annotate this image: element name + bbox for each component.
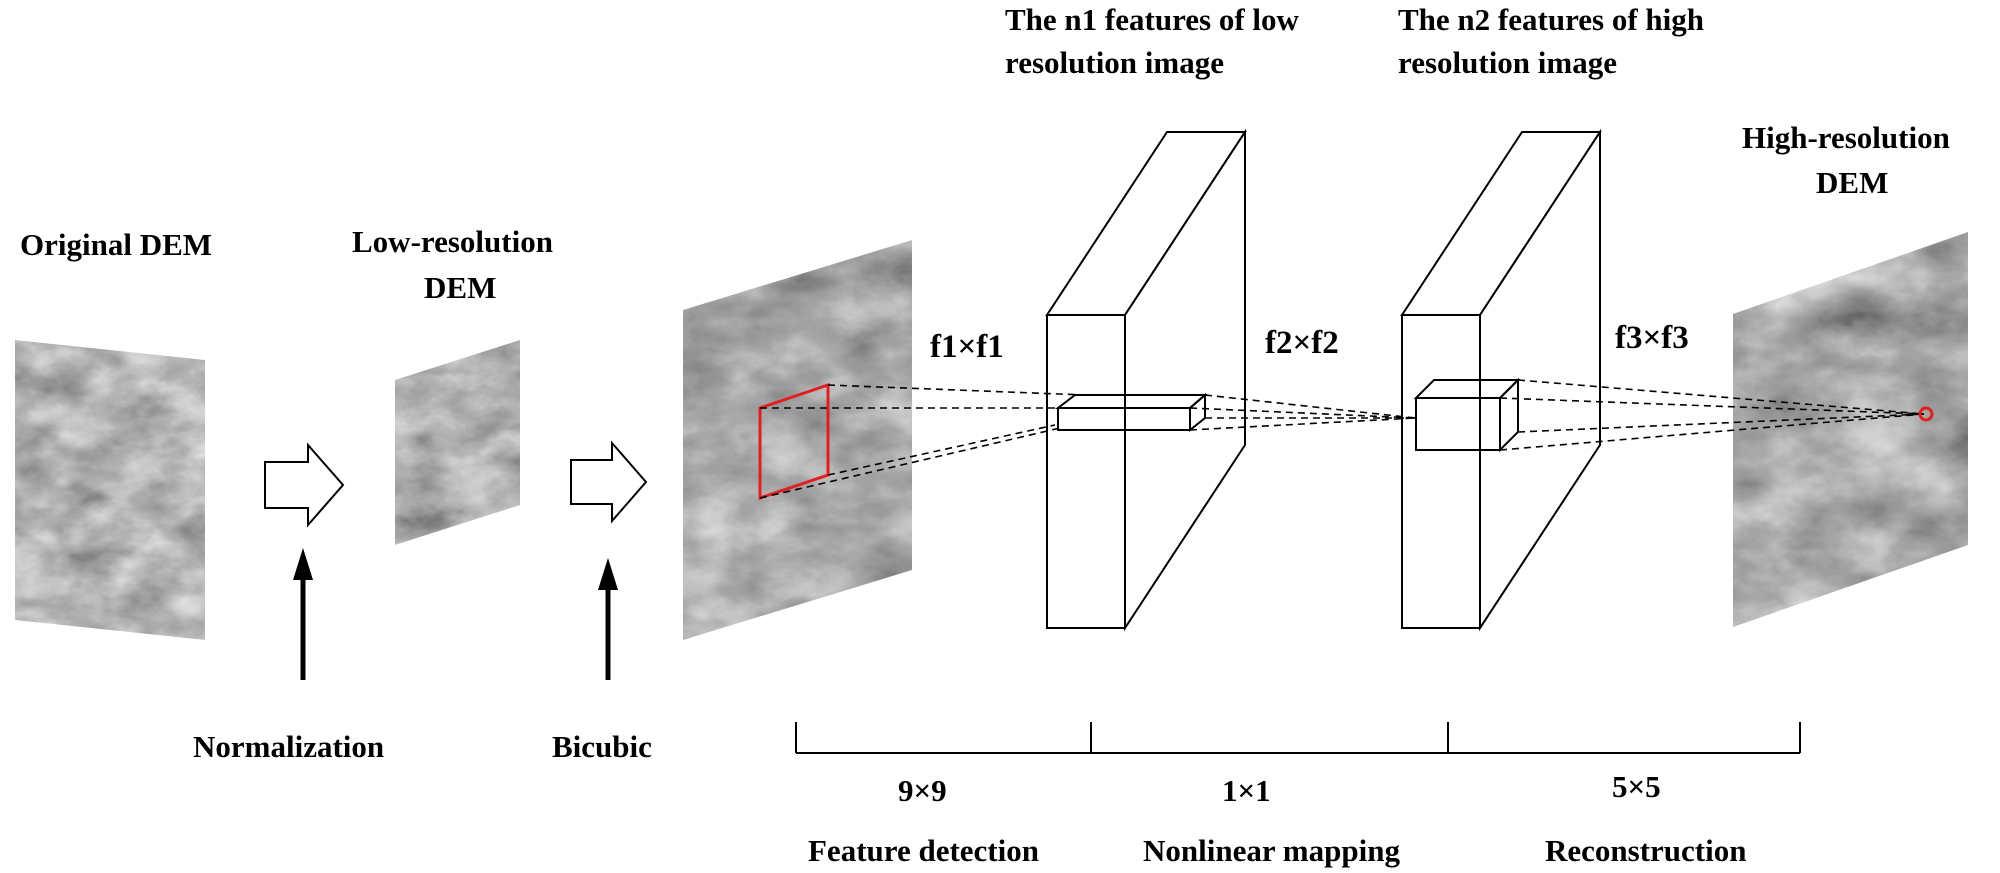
projection-lines-1: [759, 384, 1086, 499]
n2-features-label: The n2 features of high: [1398, 2, 1704, 37]
high-resolution-dem-label-2: DEM: [1816, 165, 1888, 200]
stage-1-name: Feature detection: [808, 833, 1039, 868]
bicubic-dem-image: [683, 240, 912, 640]
normalization-up-arrow-icon: [293, 548, 313, 680]
output-pixel-highlight: [1918, 406, 1934, 422]
original-dem-label: Original DEM: [20, 227, 212, 262]
n1-feature-map-box: [1045, 128, 1247, 632]
normalization-label: Normalization: [193, 729, 384, 764]
n1-features-label-2: resolution image: [1005, 45, 1224, 80]
f1-filter-label: f1×f1: [930, 329, 1004, 365]
stage-3-name: Reconstruction: [1545, 833, 1746, 868]
high-resolution-dem-label: High-resolution: [1742, 120, 1950, 155]
f3-filter-label: f3×f3: [1615, 320, 1689, 356]
high-resolution-dem-image: [1733, 232, 1968, 627]
bicubic-arrow-icon: [570, 440, 648, 524]
n1-features-label: The n1 features of low: [1005, 2, 1300, 37]
bicubic-up-arrow-icon: [598, 558, 618, 680]
stage-1-kernel: 9×9: [898, 773, 947, 808]
low-resolution-dem-label: Low-resolution: [352, 224, 553, 259]
n2-features-label-2: resolution image: [1398, 45, 1617, 80]
stage-3-kernel: 5×5: [1612, 769, 1661, 804]
n2-feature-map-box: [1400, 128, 1602, 632]
original-dem-image: [15, 340, 205, 640]
projection-lines-2: [1189, 394, 1416, 431]
stage-2-kernel: 1×1: [1222, 773, 1271, 808]
stage-2-name: Nonlinear mapping: [1143, 833, 1400, 868]
f2-filter-label: f2×f2: [1265, 325, 1339, 361]
normalization-arrow-icon: [264, 442, 345, 528]
stage-bracket: [795, 722, 1801, 754]
projection-lines-3: [1499, 379, 1925, 451]
low-resolution-dem-image: [395, 340, 520, 545]
low-resolution-dem-label-2: DEM: [424, 270, 496, 305]
bicubic-label: Bicubic: [552, 729, 652, 764]
